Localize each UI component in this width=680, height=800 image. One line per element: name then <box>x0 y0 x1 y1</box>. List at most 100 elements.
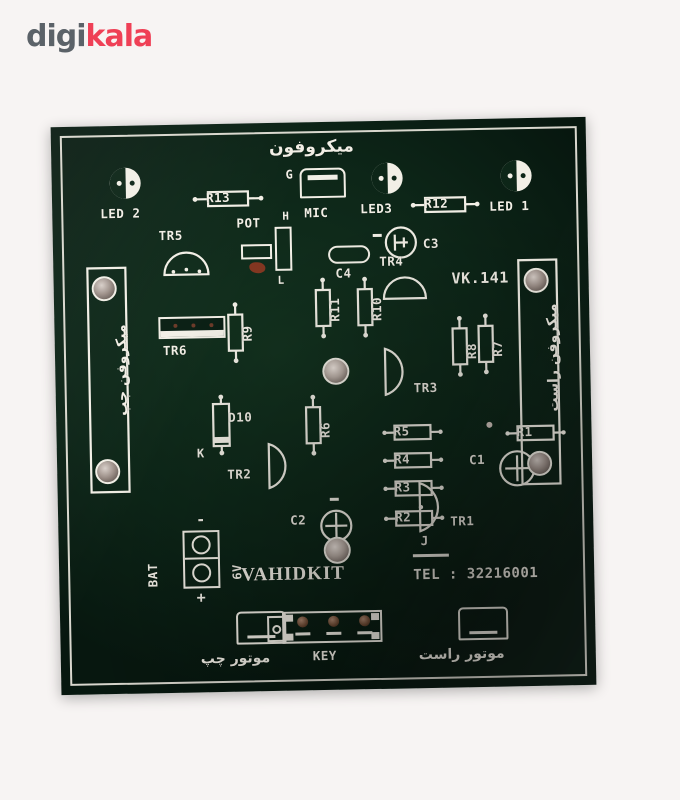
led3-pad-b <box>391 175 397 181</box>
right-edge-strip-outline <box>516 257 562 491</box>
footprint-tr5 <box>161 246 212 282</box>
footprint-led2 <box>109 167 141 200</box>
label-r10: R10 <box>368 296 385 322</box>
led3-pad-a <box>378 175 384 181</box>
label-tr2: TR2 <box>227 466 252 482</box>
footprint-pot-body <box>274 226 293 271</box>
label-battery-minus: - <box>195 510 206 529</box>
label-brand: VAHIDKIT <box>241 562 346 586</box>
label-r13: R13 <box>205 189 231 206</box>
label-telephone: TEL : 32216001 <box>413 564 539 584</box>
label-r2: R2 <box>395 509 412 525</box>
footprint-r8 <box>446 315 473 382</box>
label-tr4: TR4 <box>379 253 404 269</box>
tr6-pin-3 <box>209 323 214 328</box>
footprint-r7 <box>472 313 499 380</box>
label-r11: R11 <box>326 297 343 322</box>
via-small-r1 <box>486 421 493 428</box>
label-tr3: TR3 <box>413 379 438 396</box>
label-d10: D10 <box>228 409 253 425</box>
label-r5: R5 <box>393 423 410 439</box>
logo-text-kala: kala <box>85 19 154 54</box>
label-battery-plus: + <box>196 588 207 607</box>
label-c1: C1 <box>468 451 486 468</box>
footprint-r3 <box>382 476 445 506</box>
key-slot-2 <box>326 631 342 635</box>
label-led3: LED3 <box>360 200 393 217</box>
label-microphone-title: میکروفون <box>268 136 355 158</box>
key-slot-1 <box>295 632 311 636</box>
tr6-pad-strip <box>160 329 224 338</box>
footprint-led3 <box>371 162 403 195</box>
label-key: KEY <box>312 647 338 664</box>
label-pot-pin-l: L <box>277 273 285 287</box>
label-tr1: TR1 <box>450 513 475 529</box>
label-led1: LED 1 <box>489 198 530 214</box>
label-right-microphone: میکروفن راست <box>544 303 563 412</box>
label-r7: R7 <box>489 340 506 357</box>
key-polarity-hole <box>271 624 281 634</box>
key-polarity-tab <box>267 615 286 643</box>
battery-cell-positive <box>185 559 219 587</box>
led2-pad-a <box>116 180 122 186</box>
label-testpoint-j: J <box>420 533 429 549</box>
left-edge-strip-outline <box>85 266 131 500</box>
right-motor-pad <box>469 630 498 635</box>
footprint-r9 <box>222 301 249 368</box>
label-r6: R6 <box>317 421 333 439</box>
key-pin-2 <box>328 615 340 627</box>
footprint-c4 <box>327 245 371 264</box>
footprint-tr1 <box>414 480 451 540</box>
footprint-led1 <box>500 159 532 192</box>
footprint-d10 <box>208 394 235 461</box>
footprint-mic <box>299 167 347 199</box>
label-r9: R9 <box>239 325 255 342</box>
led2-pad-b <box>129 180 135 186</box>
via-center-lower <box>323 536 352 565</box>
key-slot-3 <box>357 631 373 635</box>
footprint-tr4 <box>380 271 429 306</box>
pcb-smudge <box>249 262 266 274</box>
footprint-tr3 <box>380 345 415 403</box>
label-c4: C4 <box>335 265 352 281</box>
battery-pad-positive <box>192 563 212 583</box>
key-corner-tr <box>370 612 380 621</box>
key-corner-bl <box>285 633 294 641</box>
footprint-tr2 <box>264 441 299 497</box>
label-pot: POT <box>236 215 261 231</box>
pcb-photo: میکروفون LED 2 R13 G MIC LED3 <box>50 116 597 696</box>
label-left-microphone: میکروفن چپ <box>113 324 132 417</box>
pcb-board: میکروفون LED 2 R13 G MIC LED3 <box>50 116 597 696</box>
tr6-pin-2 <box>191 323 196 328</box>
footprint-r10 <box>352 276 379 343</box>
digikala-logo: digikala <box>26 19 154 54</box>
label-mic-pin-g: G <box>285 167 294 182</box>
key-pin-3 <box>359 615 371 627</box>
battery-cell-negative <box>184 532 218 560</box>
led1-pad-a <box>507 173 513 179</box>
label-left-motor: موتور چپ <box>200 650 271 668</box>
label-tr6: TR6 <box>162 342 188 359</box>
footprint-key-header <box>267 609 383 644</box>
label-r4: R4 <box>393 451 411 467</box>
footprint-c3 <box>383 224 420 266</box>
label-c2: C2 <box>290 512 307 528</box>
footprint-tr6 <box>158 315 226 340</box>
testpoint-j-pad <box>412 553 449 557</box>
key-pin-1 <box>297 616 309 628</box>
key-corner-tl <box>285 614 294 622</box>
label-tr5: TR5 <box>158 227 183 244</box>
logo-text-digi: digi <box>26 19 87 54</box>
footprint-battery-terminal <box>182 530 221 589</box>
footprint-r6 <box>300 394 327 461</box>
footprint-pot-leg <box>240 243 273 260</box>
mic-pad-bar <box>307 174 338 181</box>
footprint-r4 <box>382 448 445 478</box>
label-c3: C3 <box>422 235 440 252</box>
key-corner-br <box>371 631 380 640</box>
battery-pad-negative <box>191 535 211 555</box>
footprint-r12 <box>410 191 481 223</box>
footprint-r5 <box>381 420 444 450</box>
label-battery: BAT <box>144 563 161 588</box>
